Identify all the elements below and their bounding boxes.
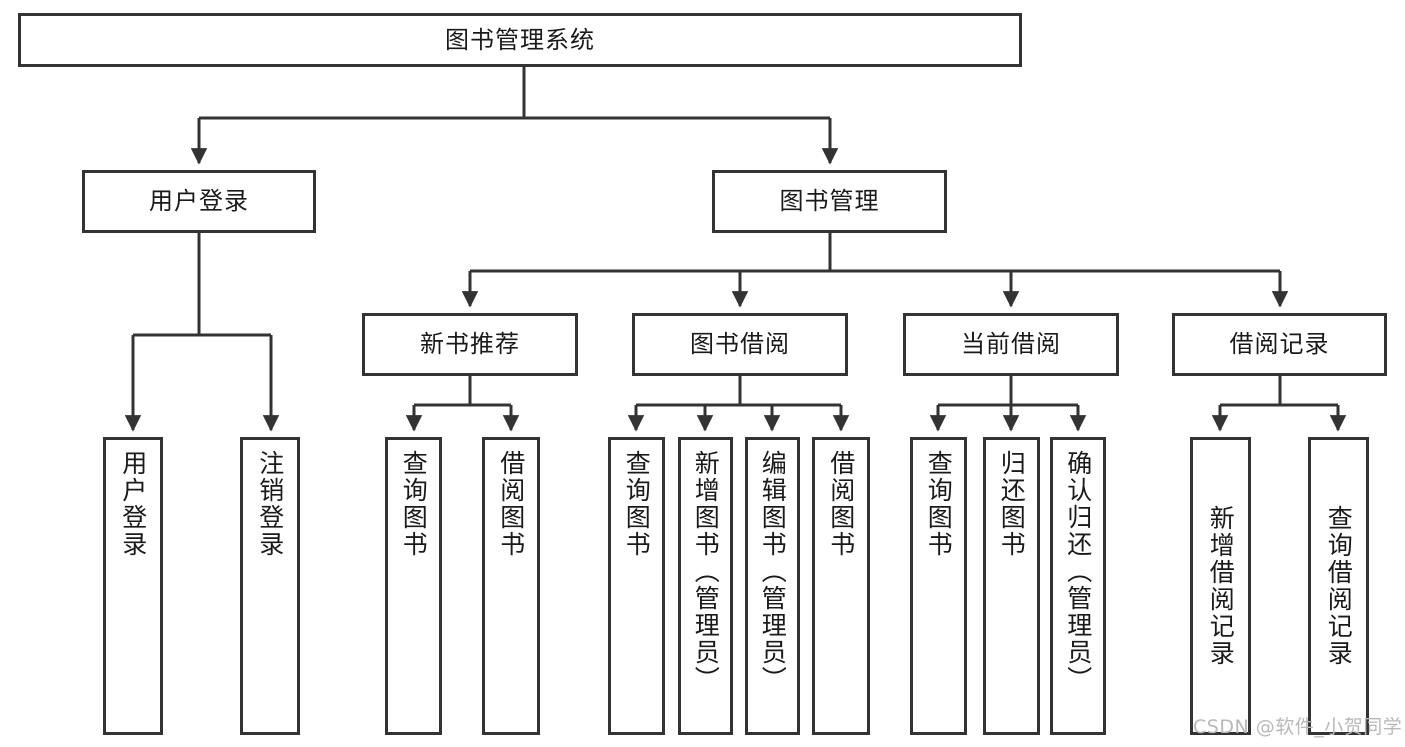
leaf-user-logout[interactable]: 注销登录 bbox=[240, 437, 300, 735]
leaf-query-book-newbook-label: 查询图书 bbox=[399, 450, 429, 558]
leaf-borrow-book[interactable]: 借阅图书 bbox=[812, 437, 870, 735]
leaf-query-book-borrow-label: 查询图书 bbox=[622, 450, 652, 558]
node-current-borrow[interactable]: 当前借阅 bbox=[903, 313, 1119, 376]
leaf-query-book-current-label: 查询图书 bbox=[924, 450, 954, 558]
leaf-borrow-book-newbook-label: 借阅图书 bbox=[496, 450, 526, 558]
leaf-query-borrow-record[interactable]: 查询借阅记录 bbox=[1308, 437, 1369, 735]
leaf-borrow-book-newbook[interactable]: 借阅图书 bbox=[482, 437, 540, 735]
node-book-management-label: 图书管理 bbox=[779, 187, 880, 216]
node-current-borrow-label: 当前借阅 bbox=[961, 330, 1061, 359]
leaf-add-borrow-record-label: 新增借阅记录 bbox=[1206, 505, 1236, 667]
leaf-confirm-return-admin-label: 确认归还（管理员） bbox=[1063, 450, 1093, 693]
node-borrow-record-label: 借阅记录 bbox=[1229, 330, 1330, 359]
leaf-edit-book-admin[interactable]: 编辑图书（管理员） bbox=[745, 437, 800, 735]
leaf-return-book-label: 归还图书 bbox=[997, 450, 1027, 558]
node-root[interactable]: 图书管理系统 bbox=[18, 13, 1022, 67]
node-new-book-recommend[interactable]: 新书推荐 bbox=[362, 313, 578, 376]
leaf-borrow-book-label: 借阅图书 bbox=[826, 450, 856, 558]
node-user-login-label: 用户登录 bbox=[149, 187, 249, 216]
leaf-user-login-label: 用户登录 bbox=[118, 450, 148, 558]
leaf-confirm-return-admin[interactable]: 确认归还（管理员） bbox=[1050, 437, 1106, 735]
node-user-login[interactable]: 用户登录 bbox=[82, 170, 316, 233]
node-book-borrow-label: 图书借阅 bbox=[690, 330, 790, 359]
csdn-watermark: CSDN @软件_小贺同学 bbox=[1193, 716, 1403, 738]
leaf-query-book-borrow[interactable]: 查询图书 bbox=[608, 437, 665, 735]
leaf-user-login[interactable]: 用户登录 bbox=[103, 437, 163, 735]
leaf-return-book[interactable]: 归还图书 bbox=[983, 437, 1040, 735]
node-book-management[interactable]: 图书管理 bbox=[712, 170, 947, 233]
leaf-user-logout-label: 注销登录 bbox=[255, 450, 285, 558]
leaf-edit-book-admin-label: 编辑图书（管理员） bbox=[758, 450, 788, 693]
leaf-query-book-newbook[interactable]: 查询图书 bbox=[385, 437, 442, 735]
node-root-label: 图书管理系统 bbox=[445, 25, 595, 54]
node-borrow-record[interactable]: 借阅记录 bbox=[1172, 313, 1387, 376]
node-book-borrow[interactable]: 图书借阅 bbox=[632, 313, 848, 376]
leaf-query-borrow-record-label: 查询借阅记录 bbox=[1324, 505, 1354, 667]
leaf-add-borrow-record[interactable]: 新增借阅记录 bbox=[1190, 437, 1251, 735]
leaf-add-book-admin-label: 新增图书（管理员） bbox=[691, 450, 721, 693]
node-new-book-recommend-label: 新书推荐 bbox=[420, 330, 520, 359]
leaf-add-book-admin[interactable]: 新增图书（管理员） bbox=[678, 437, 733, 735]
leaf-query-book-current[interactable]: 查询图书 bbox=[910, 437, 967, 735]
